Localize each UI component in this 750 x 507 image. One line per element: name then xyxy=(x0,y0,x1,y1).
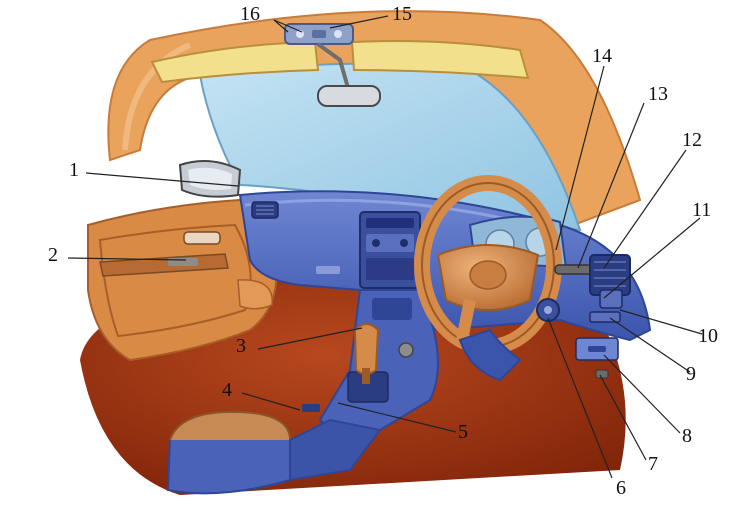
callout-12: 12 xyxy=(682,129,702,151)
mirror-adjust-switch xyxy=(599,289,623,309)
steering-wheel xyxy=(414,175,562,355)
right-air-vent xyxy=(589,254,631,296)
callout-1: 1 xyxy=(69,159,79,181)
callout-13: 13 xyxy=(648,83,668,105)
dimmer-switch xyxy=(589,311,621,323)
callout-6: 6 xyxy=(616,477,626,499)
callout-14: 14 xyxy=(592,45,612,67)
sunvisor-left xyxy=(150,40,320,84)
leader-lines xyxy=(67,15,703,479)
door-handle xyxy=(183,231,221,245)
door-panel xyxy=(87,198,278,362)
callout-15: 15 xyxy=(392,3,412,25)
callout-5: 5 xyxy=(458,421,468,443)
callout-9: 9 xyxy=(686,363,696,385)
callout-8: 8 xyxy=(682,425,692,447)
rearview-mirror xyxy=(317,85,381,107)
callout-11: 11 xyxy=(692,199,712,221)
callout-3: 3 xyxy=(236,335,246,357)
callout-16: 16 xyxy=(240,3,260,25)
hood-release xyxy=(595,369,609,379)
cigarette-lighter xyxy=(398,342,414,358)
callout-7: 7 xyxy=(648,453,658,475)
callout-2: 2 xyxy=(48,244,58,266)
callout-4: 4 xyxy=(222,379,232,401)
sunvisor-right xyxy=(350,40,530,80)
gear-shift-lever xyxy=(353,323,380,375)
glovebox-latch xyxy=(316,266,340,274)
callout-10: 10 xyxy=(698,325,718,347)
